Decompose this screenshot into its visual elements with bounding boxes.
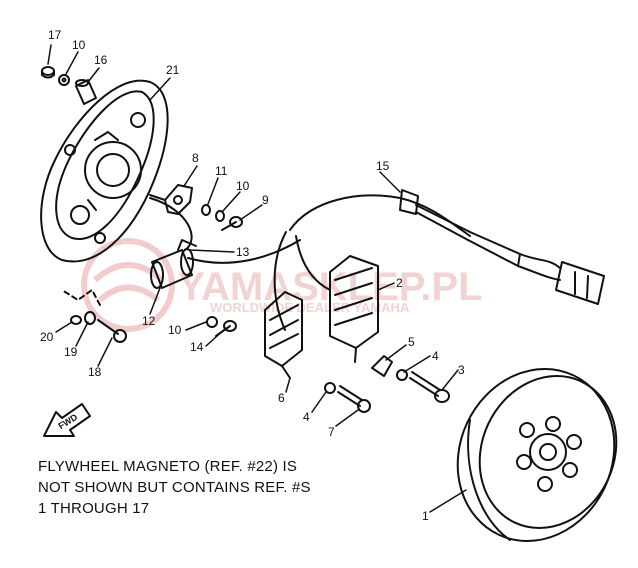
bolt-7 xyxy=(337,385,371,413)
label-10c: 10 xyxy=(168,323,182,337)
label-15: 15 xyxy=(376,159,390,173)
leader-lines xyxy=(47,44,467,513)
label-16: 16 xyxy=(94,53,108,67)
washer-20 xyxy=(70,315,82,325)
washer-10-top xyxy=(58,74,70,86)
flywheel-rotor-1 xyxy=(456,368,618,542)
washer-4-left xyxy=(324,382,336,394)
watermark-logo xyxy=(81,238,175,332)
note-line-2: NOT SHOWN BUT CONTAINS REF. #S xyxy=(38,479,311,496)
label-8: 8 xyxy=(192,151,199,165)
washer-11 xyxy=(201,204,211,216)
label-6: 6 xyxy=(278,391,285,405)
label-20: 20 xyxy=(40,330,54,344)
contact-breaker-8 xyxy=(149,184,193,215)
stator-base-plate xyxy=(40,79,169,263)
wire-harness-15 xyxy=(273,189,605,331)
label-19: 19 xyxy=(64,345,78,359)
label-12: 12 xyxy=(142,314,156,328)
magneto-note: FLYWHEEL MAGNETO (REF. #22) IS NOT SHOWN… xyxy=(38,456,311,519)
label-5: 5 xyxy=(408,335,415,349)
label-11: 11 xyxy=(215,164,228,178)
label-7: 7 xyxy=(328,425,335,439)
wire-a xyxy=(149,197,193,251)
washer-4-right xyxy=(396,369,408,381)
screw-9 xyxy=(221,216,243,231)
collar-16 xyxy=(75,79,97,105)
part-labels: 17 10 16 21 8 11 10 9 13 15 2 5 4 3 12 2… xyxy=(40,28,465,523)
label-10a: 10 xyxy=(72,38,86,52)
wire-b xyxy=(187,239,301,264)
label-14: 14 xyxy=(190,340,204,354)
label-10b: 10 xyxy=(236,179,250,193)
label-4a: 4 xyxy=(432,349,439,363)
label-13: 13 xyxy=(236,245,250,259)
screw-17 xyxy=(41,66,55,79)
guide-line xyxy=(61,289,101,306)
label-21: 21 xyxy=(166,63,180,77)
washer-10-low xyxy=(206,316,218,328)
label-3: 3 xyxy=(458,363,465,377)
label-4b: 4 xyxy=(303,410,310,424)
washer-19 xyxy=(84,311,96,325)
source-coil-2 xyxy=(329,255,379,363)
note-line-1: FLYWHEEL MAGNETO (REF. #22) IS xyxy=(38,458,298,475)
label-1: 1 xyxy=(422,509,429,523)
label-17: 17 xyxy=(48,28,62,42)
watermark-sub: WORLDWIDE DEALER YAMAHA xyxy=(210,300,410,315)
label-18: 18 xyxy=(88,365,102,379)
washer-10-mid xyxy=(215,210,225,222)
fwd-arrow xyxy=(43,403,91,437)
label-2: 2 xyxy=(396,276,403,290)
note-line-3: 1 THROUGH 17 xyxy=(38,500,150,517)
clamp-5 xyxy=(371,355,393,377)
label-9: 9 xyxy=(262,193,269,207)
bolt-3 xyxy=(409,371,450,403)
screw-18 xyxy=(97,319,127,343)
